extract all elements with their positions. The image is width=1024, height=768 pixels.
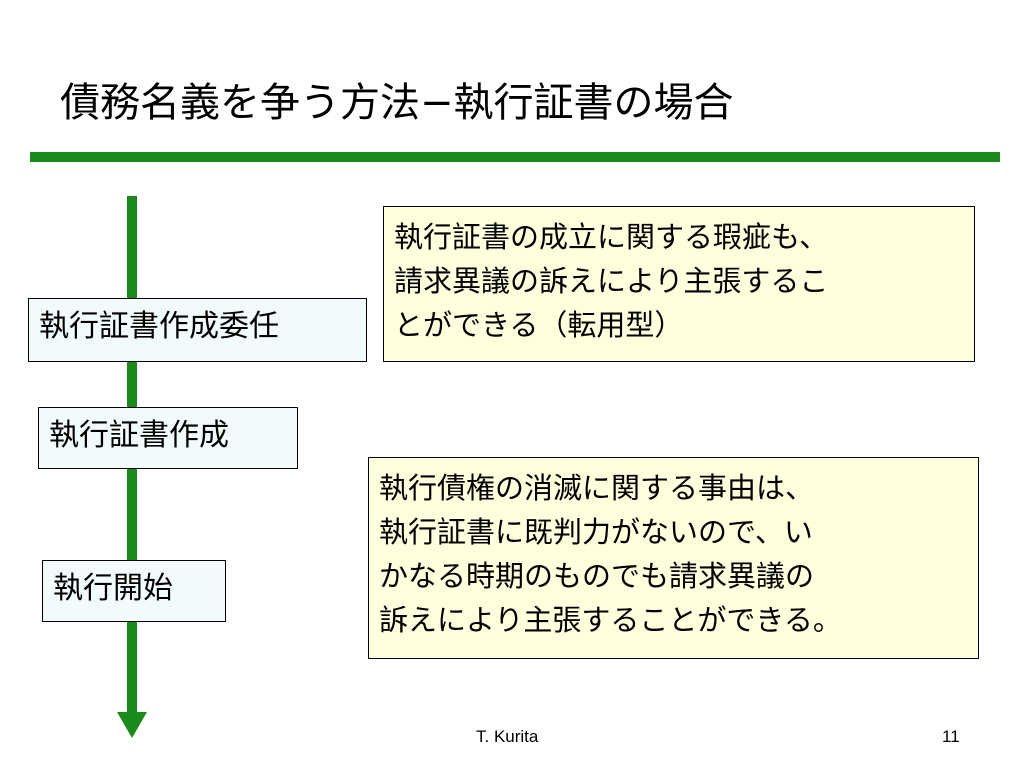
- stage-box-creation: 執行証書作成: [38, 407, 298, 469]
- note-line: とができる（転用型）: [394, 308, 684, 342]
- note-box-extinction-grounds: 執行債権の消滅に関する事由は、 執行証書に既判力がないので、い かなる時期のもの…: [368, 457, 979, 659]
- note-line: 訴えにより主張することができる。: [379, 603, 842, 637]
- page-number: 11: [942, 727, 960, 746]
- slide-title: 債務名義を争う方法−執行証書の場合: [60, 80, 734, 126]
- note-line: 請求異議の訴えにより主張するこ: [394, 264, 829, 298]
- title-divider: [30, 152, 1000, 162]
- note-line: かなる時期のものでも請求異議の: [379, 559, 815, 593]
- note-line: 執行証書に既判力がないので、い: [379, 515, 813, 549]
- note-box-formation-defect: 執行証書の成立に関する瑕疵も、 請求異議の訴えにより主張するこ とができる（転用…: [383, 206, 975, 362]
- note-line: 執行債権の消滅に関する事由は、: [379, 471, 815, 505]
- footer-author: T. Kurita: [476, 727, 539, 746]
- stage-box-execution-start: 執行開始: [42, 560, 226, 622]
- stage-box-commission: 執行証書作成委任: [28, 298, 367, 362]
- note-line: 執行証書の成立に関する瑕疵も、: [394, 220, 829, 254]
- timeline-arrow-icon: [117, 712, 147, 738]
